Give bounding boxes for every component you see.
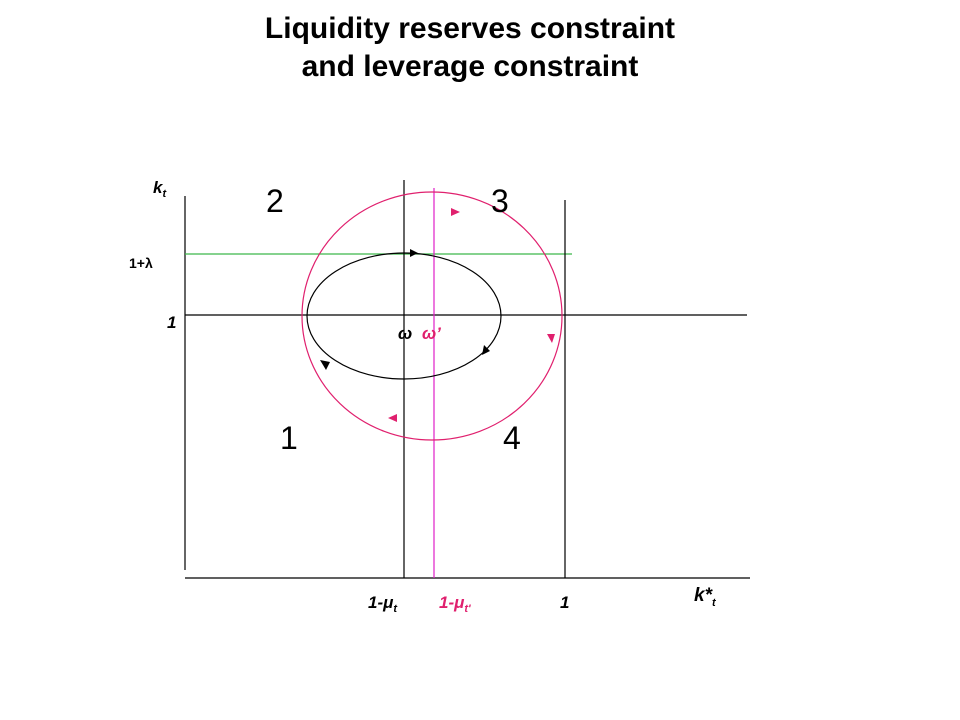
tick-x-one: 1 <box>560 593 569 612</box>
black-arrow-bottom-left <box>320 360 330 370</box>
y-axis-label: kt <box>153 178 167 200</box>
quadrant-1: 1 <box>280 420 298 456</box>
pink-arrow-bottom <box>388 414 397 422</box>
quadrant-2: 2 <box>266 183 284 219</box>
x-axis-label: k*t <box>694 585 717 609</box>
title-line-1: Liquidity reserves constraint <box>264 12 676 45</box>
tick-y-one: 1 <box>167 313 176 332</box>
tick-x-mu: 1-μt <box>368 593 398 615</box>
tick-y-upper: 1+λ <box>129 255 153 271</box>
tick-x-mu-prime: 1-μt' <box>439 593 471 615</box>
black-cycle <box>306 252 502 380</box>
pink-arrow-top <box>451 208 460 216</box>
omega-label: ω <box>398 324 412 343</box>
pink-arrow-right <box>547 334 555 343</box>
black-arrow-top <box>410 249 418 257</box>
quadrant-3: 3 <box>491 183 509 219</box>
quadrant-4: 4 <box>503 420 521 456</box>
pink-cycle <box>301 191 563 441</box>
black-arrow-right <box>482 345 490 355</box>
omega-prime-label: ω’ <box>422 324 441 343</box>
title-line-2: and leverage constraint <box>301 50 639 83</box>
page-title: Liquidity reserves constraint and levera… <box>0 10 940 86</box>
